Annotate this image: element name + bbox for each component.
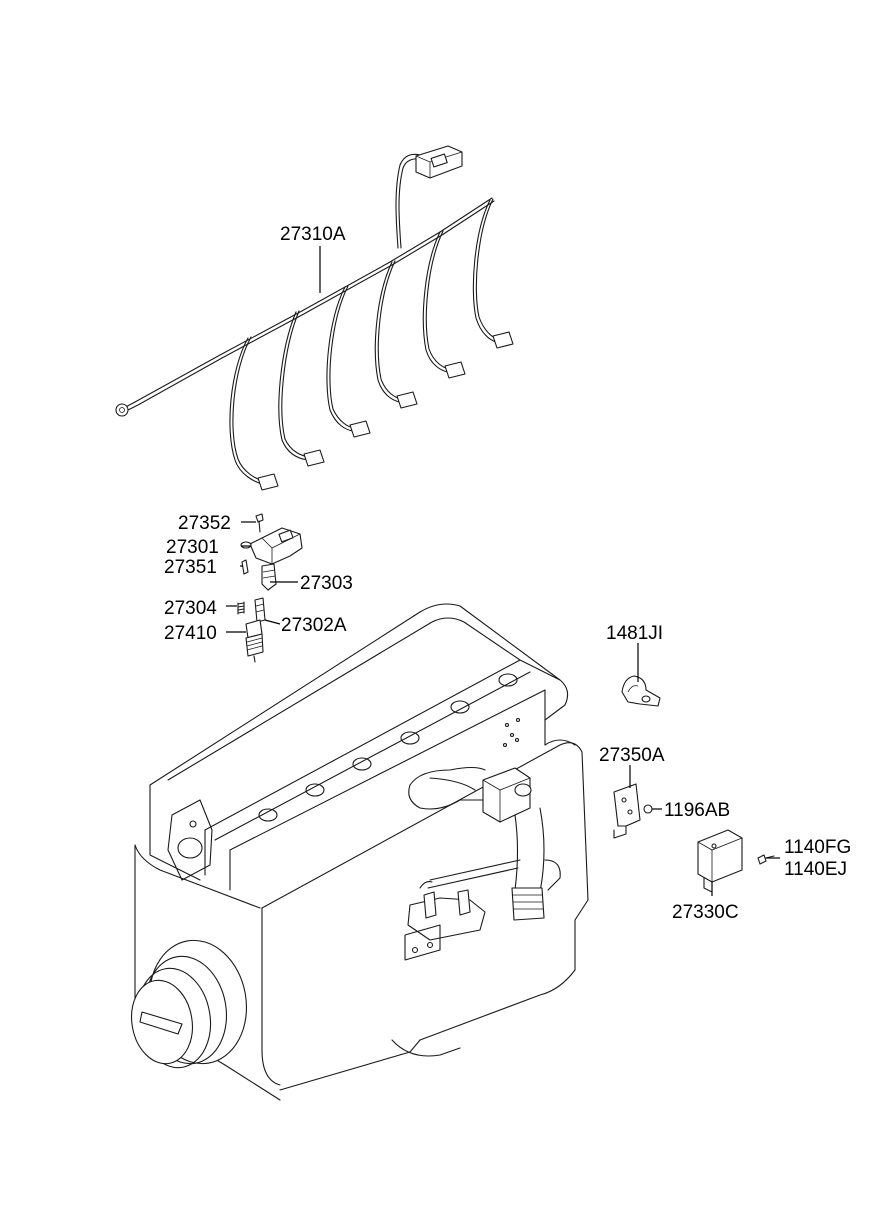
spark-plug-27410[interactable] (245, 619, 264, 663)
wiring-harness[interactable] (115, 145, 514, 491)
label-spring[interactable]: 27304 (164, 598, 217, 619)
bracket-27350A[interactable] (613, 783, 641, 839)
label-bolt[interactable]: 27352 (178, 513, 231, 534)
leader-lines (226, 246, 780, 896)
ignition-coil-27301[interactable] (240, 527, 303, 565)
plug-cap-27302A[interactable] (254, 597, 266, 623)
label-screw-1[interactable]: 1140FG (784, 837, 851, 858)
clamp-1481JI[interactable] (621, 675, 661, 707)
spring-27304[interactable] (237, 601, 245, 615)
nut-1196AB[interactable] (643, 804, 653, 814)
label-boot[interactable]: 27303 (300, 573, 353, 594)
cover-27330C[interactable] (697, 829, 743, 893)
label-harness[interactable]: 27310A (280, 224, 346, 245)
label-cover[interactable]: 27330C (672, 902, 739, 923)
label-spark-plug[interactable]: 27410 (164, 623, 217, 644)
part-labels: 27310A 27352 27301 27351 27303 27304 273… (164, 224, 851, 923)
bolt-27352[interactable] (255, 513, 264, 533)
screw-1140FG[interactable] (757, 854, 775, 865)
engine-block (131, 603, 589, 1101)
label-nut[interactable]: 1196AB (664, 800, 730, 821)
label-clamp[interactable]: 1481JI (606, 623, 663, 644)
label-plug-cap[interactable]: 27302A (281, 615, 347, 636)
coil-boot-27303[interactable] (261, 563, 277, 591)
label-screw-2[interactable]: 1140EJ (784, 859, 847, 880)
pin-27351[interactable] (241, 559, 249, 575)
label-coil[interactable]: 27301 (166, 537, 219, 558)
label-pin[interactable]: 27351 (164, 557, 217, 578)
label-bracket[interactable]: 27350A (599, 745, 665, 766)
